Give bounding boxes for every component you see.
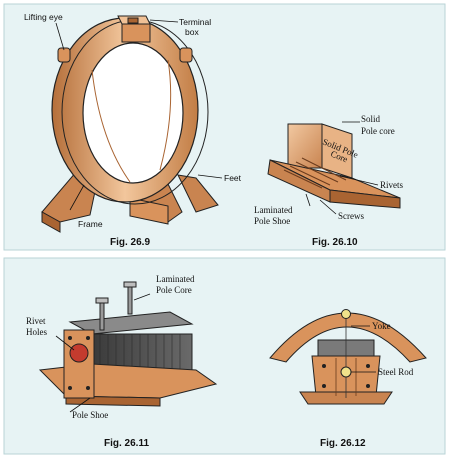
label-pole-shoe: Pole Shoe [254, 216, 290, 226]
label-pole-shoe-11: Pole Shoe [72, 410, 108, 420]
fig-26-9-frame-drawing [41, 15, 223, 233]
caption-fig-26-11: Fig. 26.11 [104, 438, 149, 449]
fig-26-11-laminated-pole-drawing [38, 281, 218, 413]
label-solid: Solid [361, 114, 381, 124]
label-holes: Holes [26, 327, 47, 337]
label-pole-core-11: Pole Core [156, 285, 192, 295]
fig-26-12-yoke-drawing [269, 309, 427, 405]
label-laminated: Laminated [254, 205, 293, 215]
label-laminated-11: Laminated [156, 274, 195, 284]
label-box: box [185, 27, 199, 37]
label-lifting-eye: Lifting eye [24, 12, 63, 22]
label-steel-rod: Steel Rod [378, 367, 414, 377]
label-rivet: Rivet [26, 316, 46, 326]
label-screws: Screws [338, 211, 364, 221]
label-feet: Feet [224, 173, 242, 183]
caption-fig-26-9: Fig. 26.9 [110, 237, 150, 248]
fig-26-10-pole-drawing [267, 121, 401, 215]
label-pole-core: Pole core [361, 126, 395, 136]
label-rivets: Rivets [380, 180, 403, 190]
caption-fig-26-12: Fig. 26.12 [320, 438, 366, 449]
label-terminal: Terminal [179, 17, 211, 27]
label-frame: Frame [78, 219, 103, 229]
caption-fig-26-10: Fig. 26.10 [312, 237, 358, 248]
label-yoke: Yoke [372, 321, 391, 331]
